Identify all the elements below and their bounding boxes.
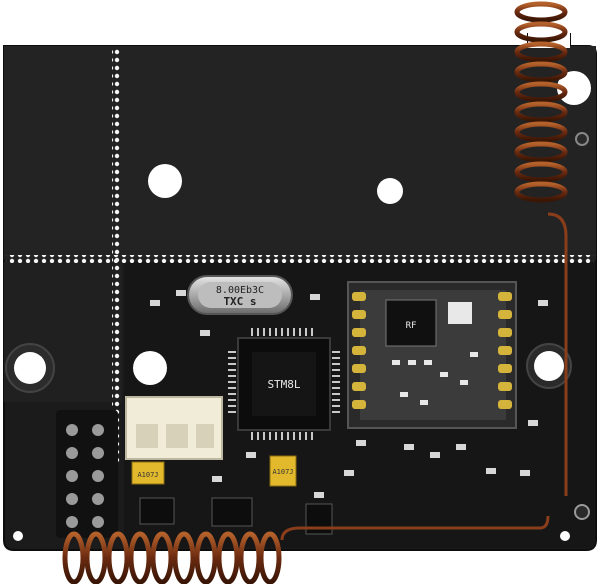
mounting-holes bbox=[5, 71, 591, 541]
white-connector bbox=[125, 396, 223, 460]
coil-antenna-vertical bbox=[514, 1, 568, 203]
smd-components bbox=[150, 290, 548, 498]
ground-plane-top bbox=[4, 46, 596, 260]
silkscreen-dots-horizontal bbox=[6, 255, 594, 263]
pin-header bbox=[56, 410, 118, 538]
voltage-regulator bbox=[211, 497, 253, 527]
module-marking: RF bbox=[406, 321, 417, 331]
mcu-marking: STM8L bbox=[267, 378, 300, 391]
antenna-wire-right bbox=[547, 212, 568, 496]
coil-antenna-horizontal bbox=[62, 531, 282, 584]
sot-transistor bbox=[139, 497, 175, 525]
tant-cap-1-marking: A107J bbox=[137, 471, 158, 479]
antenna-wire-bottom bbox=[280, 515, 550, 541]
crystal-marking-2: TXC s bbox=[223, 295, 256, 308]
crystal-oscillator: 8.00Eb3C TXC s bbox=[187, 275, 293, 315]
microcontroller-chip: STM8L bbox=[228, 328, 340, 440]
crystal-marking-1: 8.00Eb3C bbox=[216, 285, 264, 296]
tant-cap-2-marking: A107J bbox=[272, 468, 293, 476]
tantalum-capacitors: A107J A107J bbox=[131, 455, 297, 487]
rf-module: RF bbox=[347, 281, 517, 429]
